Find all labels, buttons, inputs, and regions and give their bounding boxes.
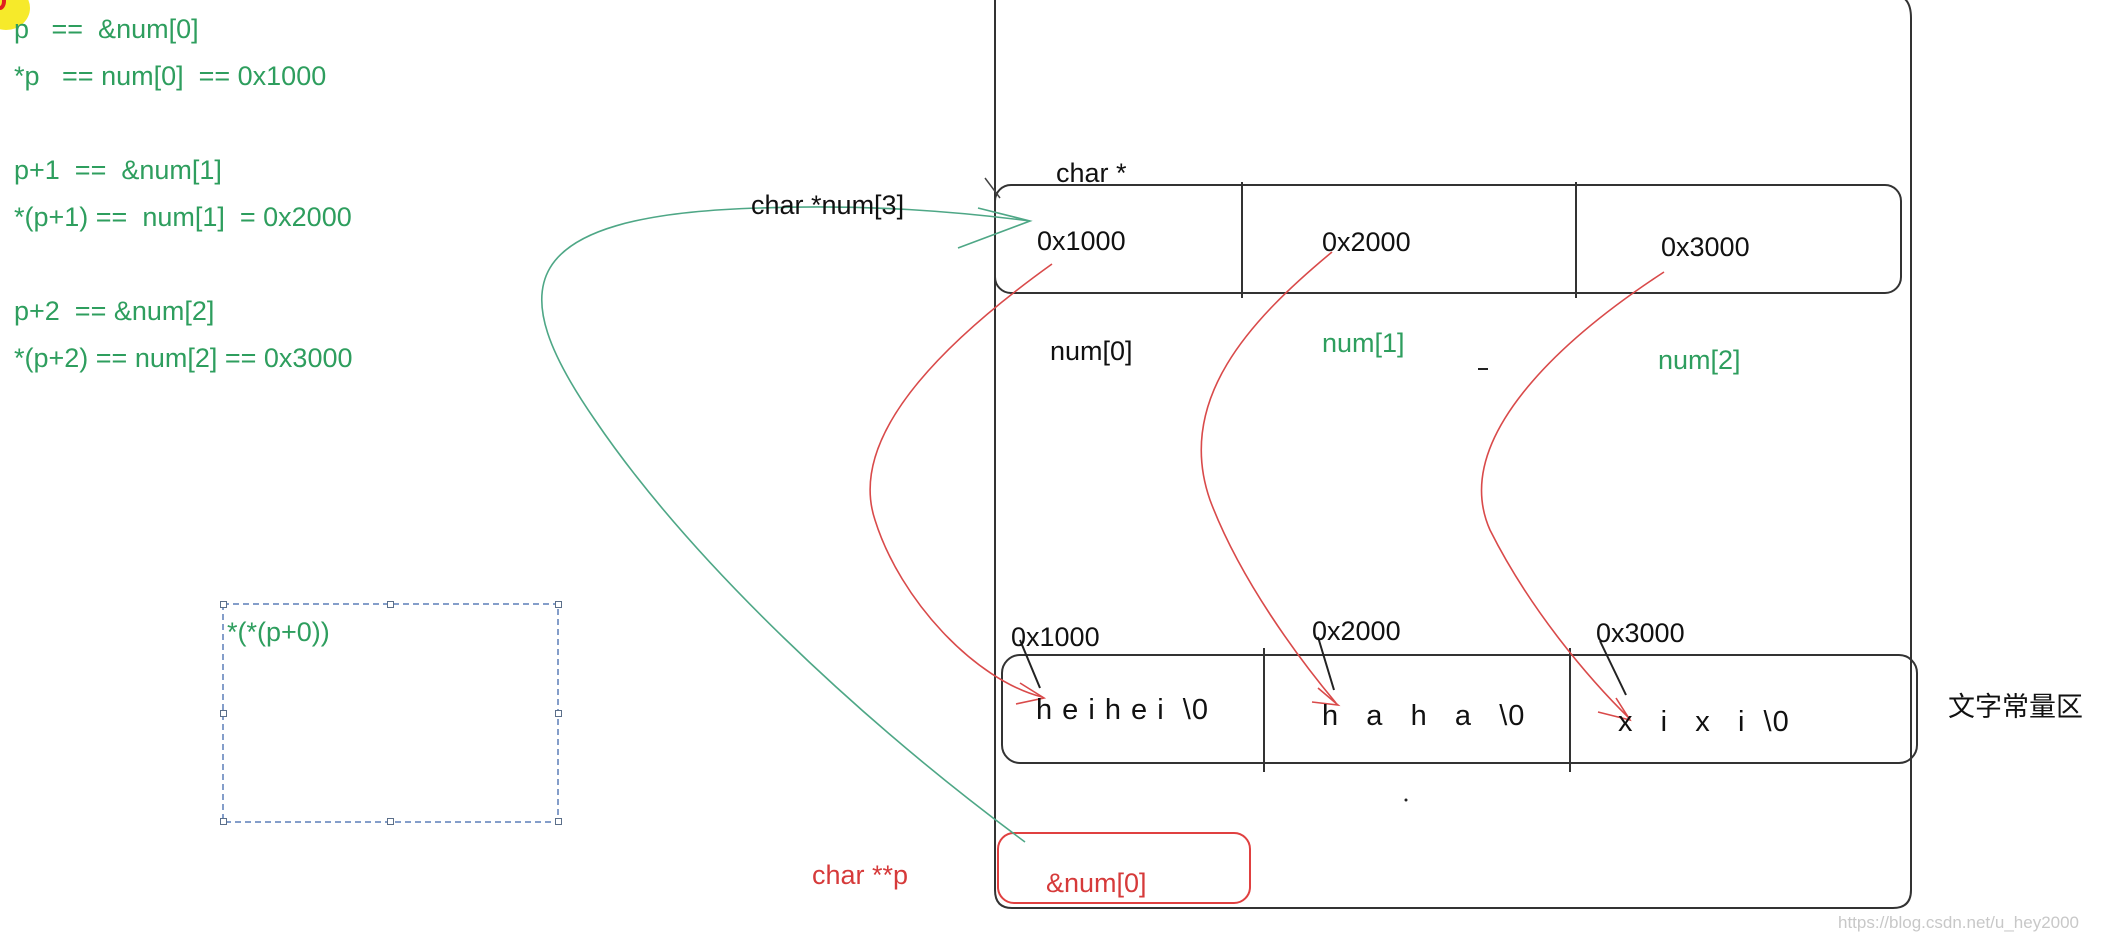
code-line-4: *(p+1) == num[1] = 0x2000: [14, 202, 352, 232]
string-value-1: h a h a \0: [1322, 700, 1526, 732]
selection-handle-mr[interactable]: [555, 710, 562, 717]
watermark: https://blog.csdn.net/u_hey2000: [1838, 913, 2080, 932]
red-arrow-2-head: [1311, 687, 1341, 707]
pointer-type-label: char **p: [812, 860, 909, 890]
pointer-box: [997, 832, 1251, 904]
selection-handle-bm[interactable]: [387, 818, 394, 825]
selection-handle-ml[interactable]: [220, 710, 227, 717]
address-tick-2: [1317, 636, 1335, 691]
green-arrow-p: [540, 206, 1031, 843]
array-type-label: char *: [1056, 158, 1127, 188]
code-line-2: *p == num[0] == 0x1000: [14, 61, 327, 91]
selection-handle-br[interactable]: [555, 818, 562, 825]
type-tick: [984, 177, 1001, 199]
red-arrow-1-head: [1015, 682, 1047, 705]
address-tick-3: [1599, 640, 1627, 696]
array-name-label: char *num[3]: [751, 190, 905, 220]
memory-frame: [994, 0, 1912, 909]
num-cell-1: 0x2000: [1322, 227, 1411, 257]
pointer-value: &num[0]: [1046, 868, 1147, 898]
code-line-6: *(p+2) == num[2] == 0x3000: [14, 343, 353, 373]
string-region-label: 文字常量区: [1948, 692, 2083, 722]
selection-handle-tl[interactable]: [220, 601, 227, 608]
cursor-mark: [0, 0, 6, 10]
red-arrow-1: [869, 263, 1053, 698]
num-cell-2: 0x3000: [1661, 232, 1750, 262]
selection-handle-tm[interactable]: [387, 601, 394, 608]
red-arrow-2: [1200, 251, 1337, 704]
string-value-2: x i x i \0: [1618, 706, 1790, 738]
string-address-0: 0x1000: [1011, 622, 1100, 652]
selection-text[interactable]: *(*(p+0)): [227, 617, 330, 647]
stray-dot: [1404, 798, 1408, 802]
index-label-1: num[1]: [1322, 328, 1405, 358]
selection-handle-tr[interactable]: [555, 601, 562, 608]
index-label-0: num[0]: [1050, 336, 1133, 366]
address-tick-1: [1019, 639, 1041, 689]
selection-handle-bl[interactable]: [220, 818, 227, 825]
num-array-box: [994, 184, 1902, 294]
num-cell-0: 0x1000: [1037, 226, 1126, 256]
string-address-1: 0x2000: [1312, 616, 1401, 646]
code-line-5: p+2 == &num[2]: [14, 296, 215, 326]
red-arrow-3: [1480, 271, 1665, 720]
string-literal-box: [1001, 654, 1918, 764]
green-arrow-p-head: [957, 207, 1033, 249]
code-line-3: p+1 == &num[1]: [14, 155, 222, 185]
red-arrow-3-head: [1597, 697, 1632, 722]
string-address-2: 0x3000: [1596, 618, 1685, 648]
index-label-2: num[2]: [1658, 345, 1741, 375]
string-value-0: h e i h e i \0: [1036, 694, 1209, 726]
code-line-1: p == &num[0]: [14, 14, 199, 44]
